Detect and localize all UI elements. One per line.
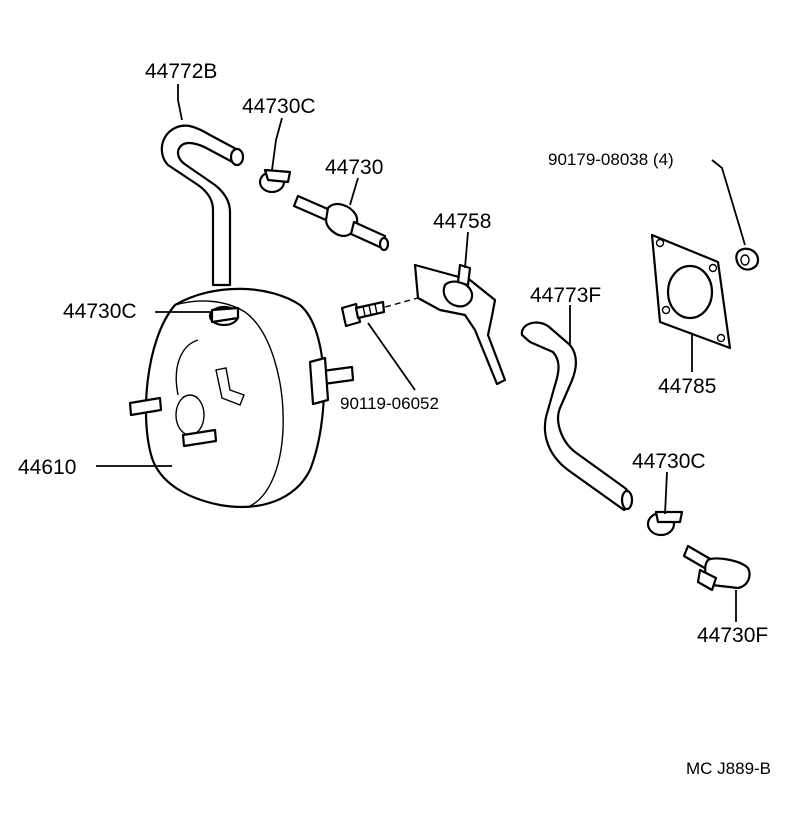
label-clamp-top: 44730C — [242, 95, 316, 118]
clamp-lower — [646, 510, 684, 537]
check-valve — [292, 194, 390, 252]
clamp-booster — [208, 305, 240, 327]
drawing-code: MC J889-B — [686, 759, 771, 778]
label-clamp-lower: 44730C — [632, 450, 706, 473]
bolt — [340, 297, 419, 328]
label-bracket: 44758 — [433, 210, 491, 233]
nut — [735, 247, 760, 271]
union — [682, 544, 751, 592]
brake-booster — [128, 287, 355, 509]
hose-upper — [160, 124, 245, 287]
label-gasket: 44785 — [658, 375, 716, 398]
label-clamp-booster: 44730C — [63, 300, 137, 323]
label-bolt: 90119-06052 — [340, 394, 439, 413]
label-bolt-nut: 90179-08038 (4) — [548, 150, 674, 169]
clamp-top — [258, 168, 292, 194]
bracket — [413, 263, 507, 386]
label-hose-lower: 44773F — [530, 284, 601, 307]
leader-lines — [96, 84, 746, 622]
label-union: 44730F — [697, 624, 768, 647]
label-check-valve: 44730 — [325, 156, 383, 179]
label-booster: 44610 — [18, 456, 76, 479]
label-hose-upper: 44772B — [145, 60, 217, 83]
gasket — [650, 233, 732, 350]
hose-lower — [520, 321, 634, 512]
